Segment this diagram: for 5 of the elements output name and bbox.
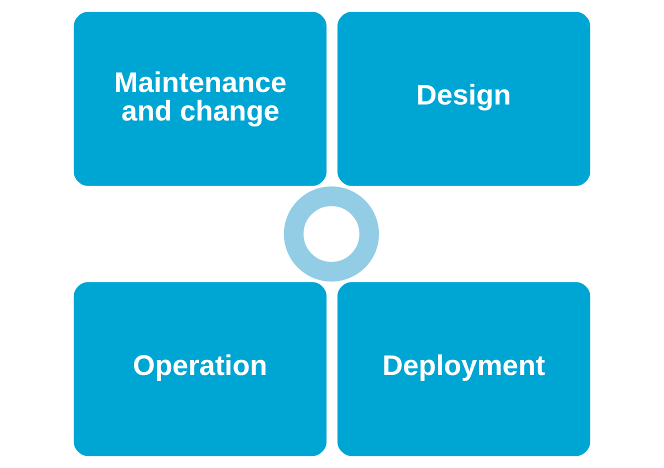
node-box: Design xyxy=(337,12,590,186)
node-box: Operation xyxy=(74,282,327,456)
node-box: Deployment xyxy=(337,282,590,456)
node-box: Maintenance and change xyxy=(74,12,327,186)
node-circle xyxy=(284,186,380,282)
